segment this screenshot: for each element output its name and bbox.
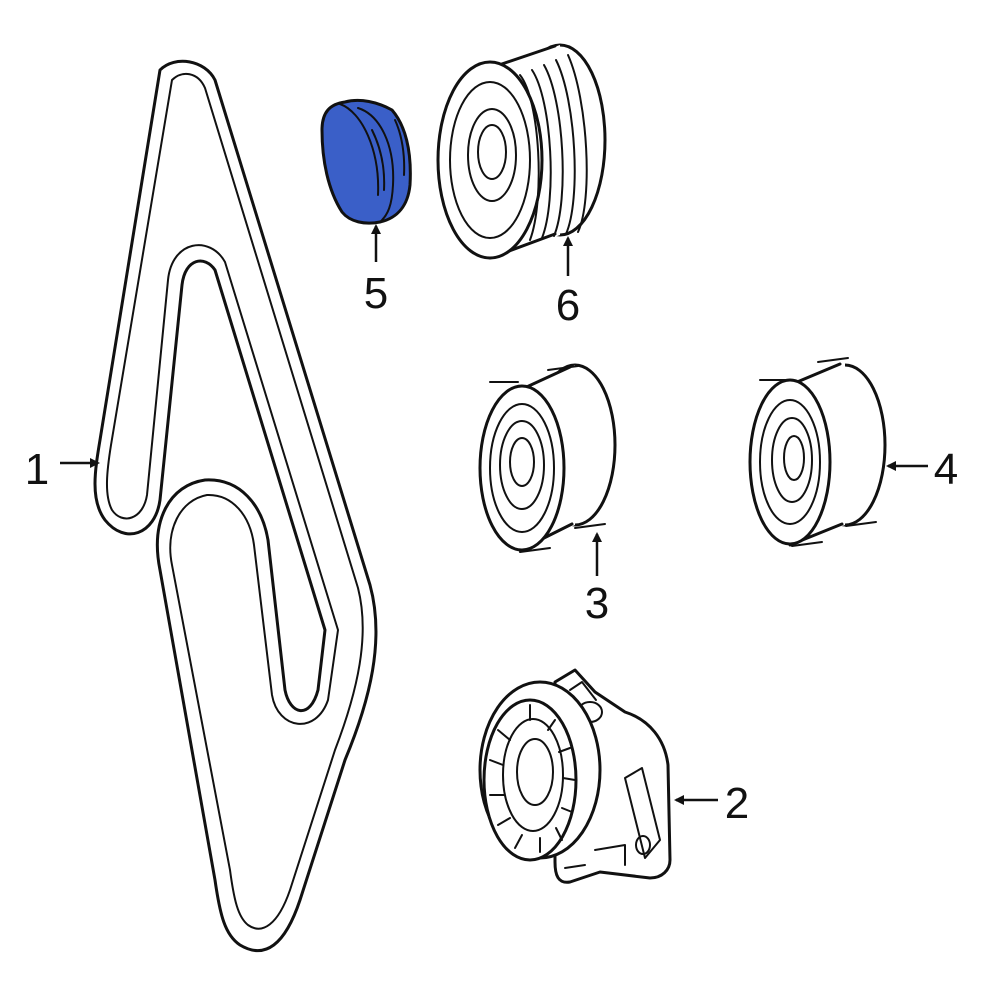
callout-label: 2	[725, 779, 749, 828]
callout-5: 5	[364, 224, 388, 318]
callout-4: 4	[886, 445, 958, 494]
callout-label: 5	[364, 269, 388, 318]
callout-1: 1	[25, 445, 100, 494]
callout-label: 1	[25, 445, 49, 494]
callout-3: 3	[585, 532, 609, 628]
callout-label: 3	[585, 579, 609, 628]
belt-tensioner[interactable]	[478, 668, 672, 884]
drive-belt[interactable]	[93, 59, 378, 953]
grooved-pulley[interactable]	[436, 43, 607, 260]
pulley-cap[interactable]	[320, 98, 412, 225]
callout-2: 2	[674, 779, 749, 828]
callout-label: 6	[556, 281, 580, 330]
callout-6: 6	[556, 236, 580, 330]
callout-label: 4	[934, 445, 958, 494]
idler-pulley-4[interactable]	[748, 357, 887, 547]
idler-pulley-3[interactable]	[478, 363, 617, 553]
